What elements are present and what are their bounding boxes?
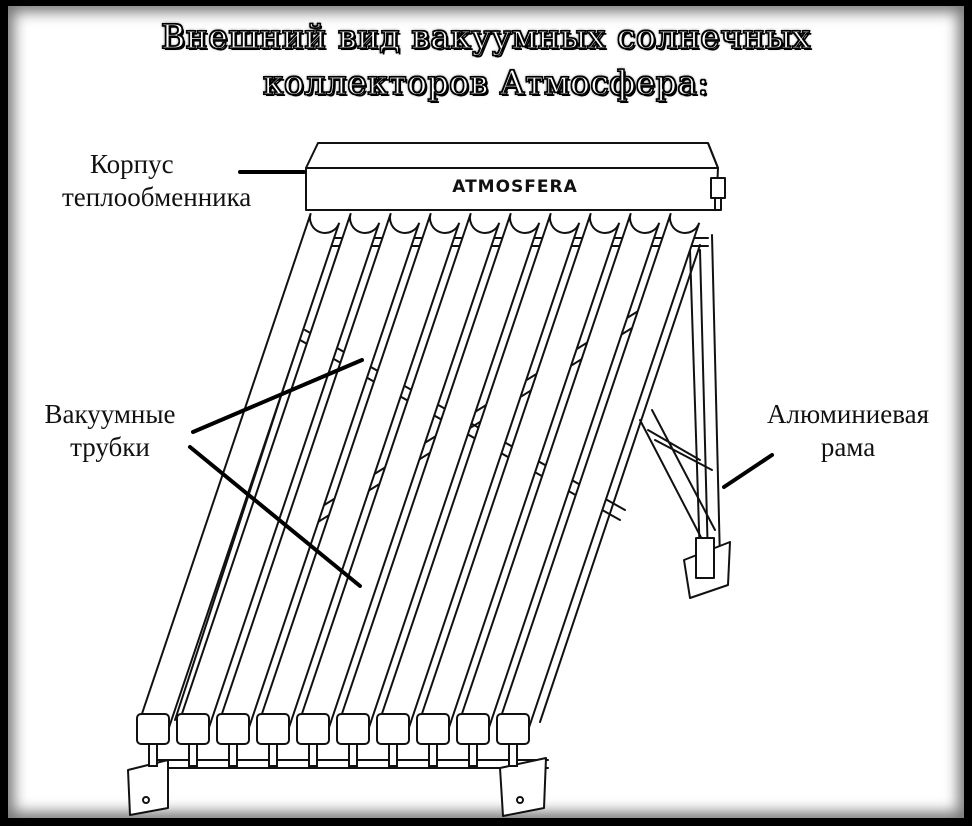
vacuum-tube — [217, 212, 421, 735]
tube-end-cap — [496, 713, 530, 745]
tube-nozzle — [228, 743, 238, 767]
vacuum-tube — [137, 212, 341, 735]
heat-exchanger-housing — [305, 142, 726, 211]
vacuum-tube — [297, 212, 501, 735]
frame-label: Алюминиевая рама — [738, 398, 958, 464]
tube-end-cap — [336, 713, 370, 745]
brand-label: ATMOSFERA — [452, 177, 578, 197]
tube-nozzle — [308, 743, 318, 767]
tubes-pointer-upper — [191, 358, 364, 434]
tube-end-cap — [376, 713, 410, 745]
vacuum-tube — [377, 212, 581, 735]
tube-end-cap — [416, 713, 450, 745]
tube-nozzle — [188, 743, 198, 767]
vacuum-tube — [497, 212, 701, 735]
vacuum-tube — [417, 212, 621, 735]
tube-end-cap — [216, 713, 250, 745]
tube-nozzle — [148, 743, 158, 767]
frame-label-line-1: Алюминиевая — [767, 399, 929, 429]
title-line-2: коллекторов Атмосфера: — [262, 62, 710, 102]
vacuum-tube — [257, 212, 461, 735]
frame-label-line-2: рама — [820, 432, 876, 462]
tubes-label-line-1: Вакуумные — [44, 399, 176, 429]
tube-nozzle — [508, 743, 518, 767]
tube-nozzle — [428, 743, 438, 767]
tube-end-cap — [256, 713, 290, 745]
vacuum-tube — [337, 212, 541, 735]
tube-nozzle — [468, 743, 478, 767]
housing-label-line-2: теплообменника — [62, 182, 252, 212]
front-feet — [127, 757, 547, 817]
tube-nozzle — [348, 743, 358, 767]
housing-label-line-1: Корпус — [90, 149, 174, 179]
tube-nozzle — [388, 743, 398, 767]
tubes-label-line-2: трубки — [70, 432, 150, 462]
tubes-label: Вакуумные трубки — [20, 398, 200, 464]
vacuum-tubes — [136, 212, 701, 767]
pointer-lines — [188, 170, 774, 588]
tube-end-cap — [296, 713, 330, 745]
frame-pointer — [722, 453, 774, 489]
tube-nozzle — [268, 743, 278, 767]
tube-end-cap — [136, 713, 170, 745]
page-title: Внешний вид вакуумных солнечных коллекто… — [0, 14, 972, 106]
title-line-1: Внешний вид вакуумных солнечных — [160, 16, 812, 56]
vacuum-tube — [457, 212, 661, 735]
tube-end-cap — [176, 713, 210, 745]
tubes-pointer-lower — [188, 445, 362, 588]
housing-label: Корпус теплообменника — [62, 148, 302, 214]
tube-end-cap — [456, 713, 490, 745]
vacuum-tube — [177, 212, 381, 735]
